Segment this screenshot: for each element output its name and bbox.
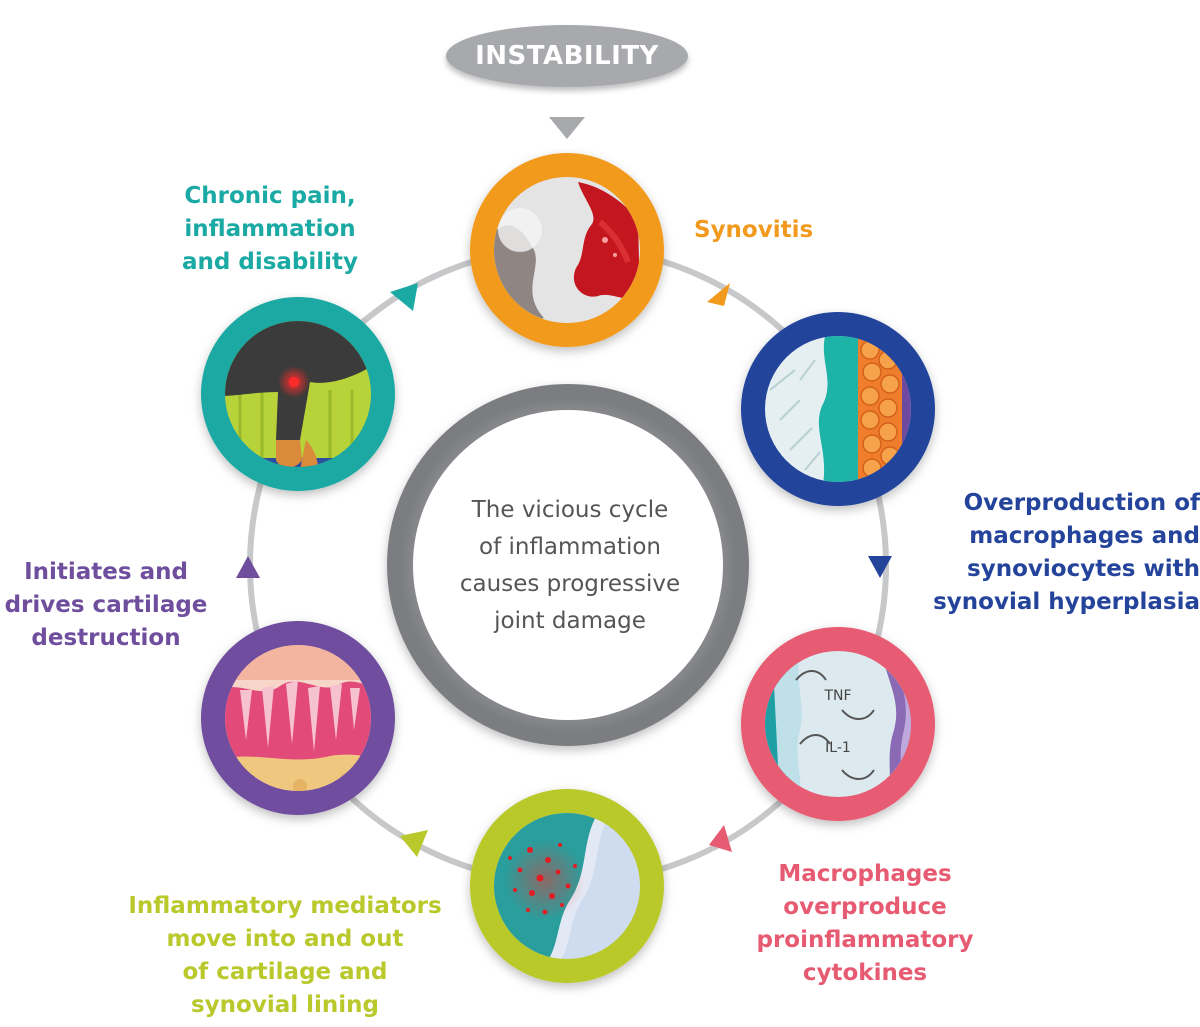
center-caption-line: causes progressive <box>459 571 681 597</box>
stage-overproduction <box>741 312 935 506</box>
label-mediators: Inflammatory mediators move into and out… <box>100 890 470 1022</box>
painful-dog-leg-icon <box>225 321 371 467</box>
instability-arrow-icon <box>549 117 585 139</box>
tnf-label: TNF <box>823 688 851 704</box>
label-macrophages: Macrophages overproduce proinflammatory … <box>705 858 1025 990</box>
label-line: cytokines <box>802 960 928 986</box>
stage-macrophages: TNF IL-1 <box>741 627 935 821</box>
stage-synovitis <box>470 153 664 347</box>
label-line: Macrophages <box>778 861 952 887</box>
label-line: synovial lining <box>190 992 379 1018</box>
arrow-mediators-icon <box>400 830 428 857</box>
center-ring <box>387 384 749 746</box>
label-synovitis: Synovitis <box>694 214 834 247</box>
label-line: macrophages and <box>969 523 1200 549</box>
arrow-overproduction-icon <box>868 556 892 578</box>
label-line: synovial hyperplasia <box>933 589 1200 615</box>
instability-pill: INSTABILITY <box>446 25 688 87</box>
label-chronic: Chronic pain, inflammation and disabilit… <box>120 180 420 279</box>
label-line: and disability <box>181 249 359 275</box>
label-line: Inflammatory mediators <box>128 893 442 919</box>
arrow-macrophages-icon <box>709 825 732 852</box>
stage-initiates <box>201 621 395 815</box>
center-caption-line: joint damage <box>494 608 646 634</box>
label-initiates: Initiates and drives cartilage destructi… <box>0 556 212 655</box>
label-line: Initiates and <box>24 559 188 585</box>
center-caption-line: The vicious cycle <box>471 497 669 523</box>
label-line: overproduce <box>783 894 947 920</box>
label-line: drives cartilage <box>4 592 208 618</box>
instability-title: INSTABILITY <box>475 41 659 71</box>
il1-label: IL-1 <box>825 740 851 756</box>
label-line: Chronic pain, <box>184 183 356 209</box>
mediator-particles-icon <box>494 813 640 959</box>
label-line: proinflammatory <box>756 927 974 953</box>
arrow-synovitis-icon <box>707 283 730 306</box>
label-line: of cartilage and <box>182 959 388 985</box>
stage-mediators <box>470 789 664 983</box>
label-line: synoviocytes with <box>967 556 1200 582</box>
label-line: Synovitis <box>694 217 814 243</box>
center-caption-line: of inflammation <box>479 534 661 560</box>
label-overproduction: Overproduction of macrophages and synovi… <box>900 487 1200 619</box>
label-line: move into and out <box>166 926 404 952</box>
stage-chronic <box>201 297 395 491</box>
arrow-chronic-icon <box>390 283 418 311</box>
arrow-initiates-icon <box>236 556 260 578</box>
label-line: Overproduction of <box>963 490 1200 516</box>
center-caption: The vicious cycle of inflammation causes… <box>430 492 710 640</box>
label-line: inflammation <box>184 216 356 242</box>
label-line: destruction <box>31 625 181 651</box>
